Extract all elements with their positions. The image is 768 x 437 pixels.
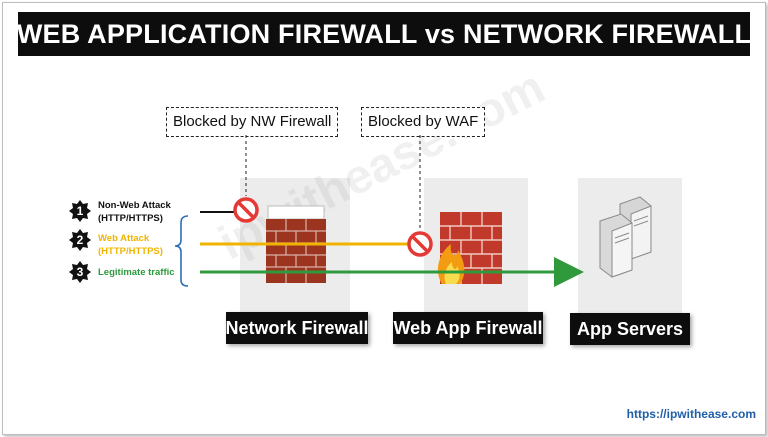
non-web-attack-label: Non-Web Attack (HTTP/HTTPS) — [98, 199, 171, 225]
footer-url: https://ipwithease.com — [626, 407, 756, 421]
traffic-badge-3: 3 — [69, 261, 91, 283]
title-banner: WEB APPLICATION FIREWALL vs NETWORK FIRE… — [16, 12, 752, 56]
legitimate-traffic-label: Legitimate traffic — [98, 266, 175, 279]
waf-callout: Blocked by WAF — [361, 107, 486, 137]
label-line: Web Attack — [98, 233, 150, 244]
block-icon-waf — [407, 231, 433, 257]
traffic-badge-1: 1 — [69, 200, 91, 222]
badge-number: 3 — [76, 265, 84, 279]
label-line: (HTTP/HTTPS) — [98, 246, 163, 257]
nw-firewall-callout: Blocked by NW Firewall — [166, 107, 339, 137]
badge-shape-icon — [69, 229, 91, 251]
web-app-firewall-label: Web App Firewall — [393, 312, 543, 344]
badge-number: 1 — [76, 204, 84, 218]
web-attack-label: Web Attack (HTTP/HTTPS) — [98, 232, 163, 258]
label-line: (HTTP/HTTPS) — [98, 213, 163, 224]
server-icons — [599, 196, 652, 278]
network-firewall-text: Network Firewall — [225, 317, 369, 338]
badge-number: 2 — [76, 233, 84, 247]
label-line: Non-Web Attack — [98, 200, 171, 211]
network-firewall-label: Network Firewall — [225, 312, 369, 344]
traffic-badge-2: 2 — [69, 229, 91, 251]
web-app-firewall-text: Web App Firewall — [393, 317, 543, 338]
label-line: Legitimate traffic — [98, 267, 175, 278]
app-servers-text: App Servers — [576, 318, 684, 339]
app-servers-label: App Servers — [570, 313, 690, 345]
page-title: WEB APPLICATION FIREWALL vs NETWORK FIRE… — [16, 18, 752, 49]
traffic-bracket — [174, 215, 189, 287]
badge-shape-icon — [69, 261, 91, 283]
badge-shape-icon — [69, 200, 91, 222]
block-icon-nw — [233, 197, 259, 223]
